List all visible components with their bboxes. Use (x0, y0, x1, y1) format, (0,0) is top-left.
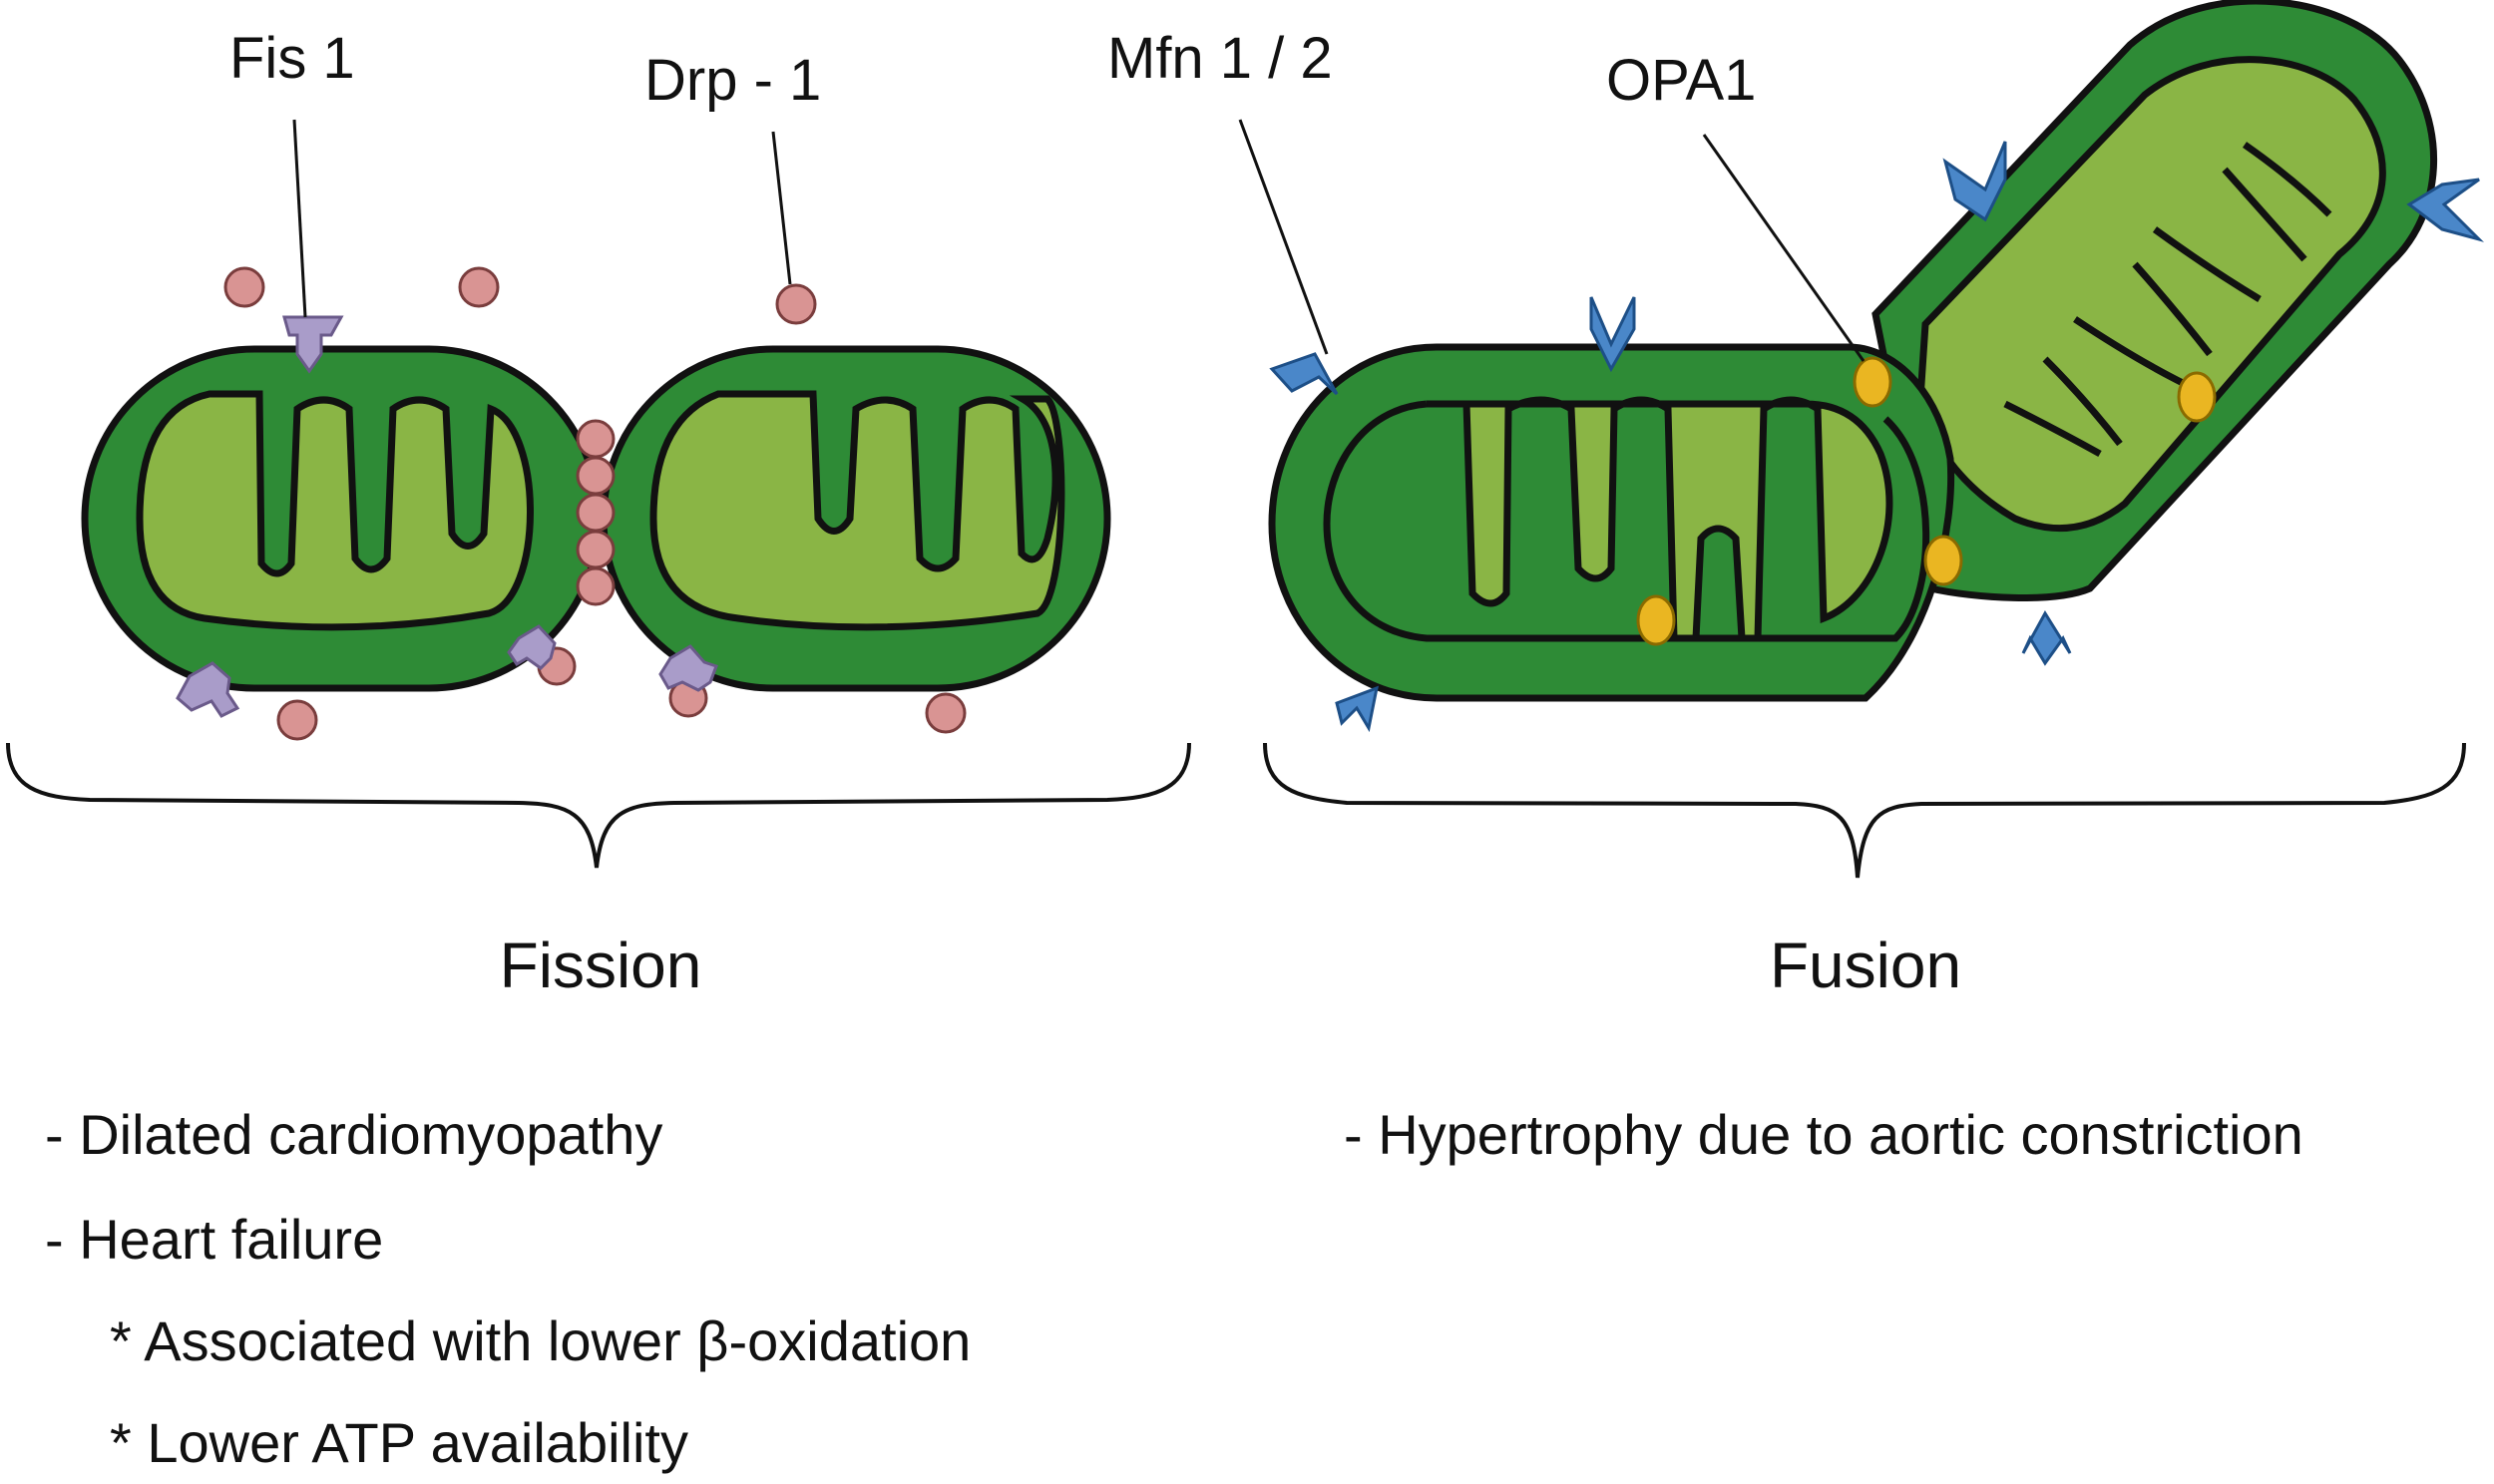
fission-note-2: - Heart failure (45, 1208, 383, 1271)
mitochondrion-left (81, 345, 603, 692)
mfn-proteins (1269, 141, 2485, 733)
mfn-label: Mfn 1 / 2 (1107, 26, 1333, 91)
fis1-leader (292, 119, 307, 318)
opa1-leader (1702, 134, 1866, 362)
drp1-leader (771, 131, 792, 285)
inner-membrane-cristae (1916, 56, 2386, 533)
fusion-title: Fusion (1770, 929, 1961, 1001)
fission-panel (6, 119, 1191, 869)
mitochondrion-diagonal (1871, 0, 2437, 601)
fission-title: Fission (500, 929, 702, 1001)
inner-membrane-cristae (649, 390, 1065, 631)
fis1-receptors (176, 315, 718, 718)
mfn-leader (1238, 119, 1329, 355)
drp1-constriction-ring (576, 419, 616, 606)
inner-membrane-cristae (1427, 396, 1893, 642)
fis1-label: Fis 1 (229, 26, 355, 91)
fusion-panel (1238, 0, 2485, 879)
fusion-brace (1263, 742, 2466, 879)
drp1-free (223, 266, 967, 741)
fission-note-3: * Associated with lower β-oxidation (110, 1309, 971, 1372)
fission-note-1: - Dilated cardiomyopathy (45, 1103, 662, 1166)
fission-note-4: * Lower ATP availability (110, 1411, 688, 1474)
fusion-note-1: - Hypertrophy due to aortic constriction (1344, 1103, 2303, 1166)
inner-membrane-cristae (136, 390, 534, 631)
opa1-proteins (1636, 356, 2217, 646)
mitochondrion-right (600, 345, 1111, 692)
opa1-label: OPA1 (1606, 48, 1756, 113)
drp1-label: Drp - 1 (644, 48, 821, 113)
fission-brace (6, 742, 1191, 869)
mitochondrion-horizontal (1268, 343, 1955, 702)
diagonal-cristae (2003, 142, 2332, 458)
